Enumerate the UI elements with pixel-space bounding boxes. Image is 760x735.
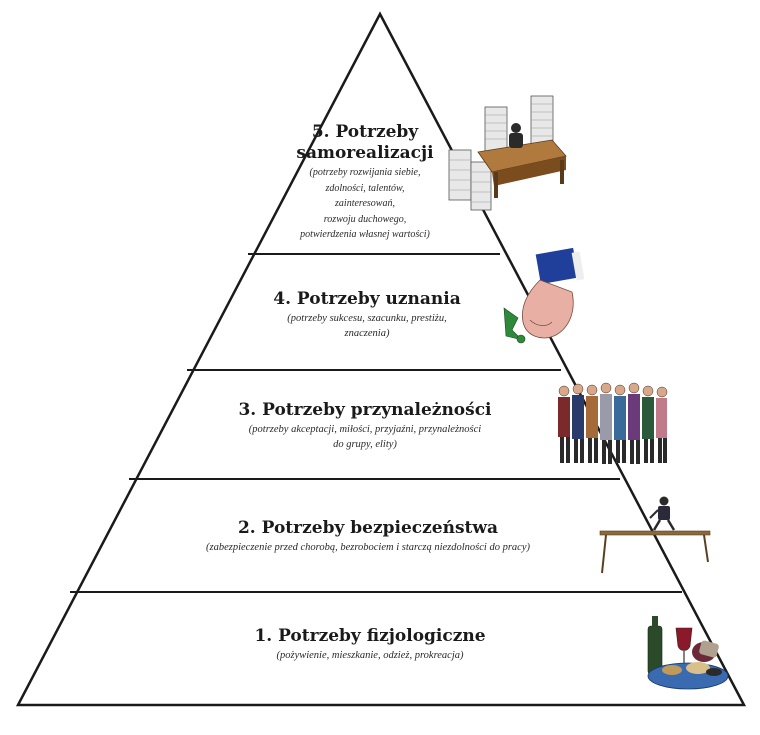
level-5-description-line: (potrzeby rozwijania siebie, [309,167,421,178]
level-2-safety: 2. Potrzeby bezpieczeństwa (zabezpieczen… [118,518,618,554]
food-and-wine-icon [647,616,729,690]
level-5-title-line-2: samorealizacji [296,143,434,163]
level-4-description-line: (potrzeby sukcesu, szacunku, prestiżu, [287,313,447,324]
level-1-title: 1. Potrzeby fizjologiczne [254,626,486,646]
hand-holding-money-icon [503,247,585,344]
person-on-bench-icon [599,496,711,574]
level-4-title: 4. Potrzeby uznania [273,289,461,309]
level-3-title: 3. Potrzeby przynależności [238,400,492,420]
level-5-description-line: zdolności, talentów, [325,182,405,194]
group-of-people-icon [558,382,668,464]
level-3-description-line: do grupy, elity) [333,439,397,450]
level-5-title-line-1: 5. Potrzeby [311,122,419,142]
level-3-description-line: (potrzeby akceptacji, miłości, przyjaźni… [248,424,482,435]
level-5-description-line: potwierdzenia własnej wartości) [300,229,430,240]
level-5-self-actualization: 5. Potrzeby samorealizacji (potrzeby roz… [255,122,475,242]
level-4-esteem: 4. Potrzeby uznania (potrzeby sukcesu, s… [222,289,512,340]
level-3-belonging: 3. Potrzeby przynależności (potrzeby akc… [190,400,540,451]
level-2-description-line: (zabezpieczenie przed chorobą, bezroboci… [206,542,530,553]
level-5-description-line: zainteresowań, [335,198,395,209]
level-5-description-line: rozwoju duchowego, [323,213,407,225]
level-4-description-line: znaczenia) [344,328,390,339]
level-2-title: 2. Potrzeby bezpieczeństwa [237,518,499,538]
level-1-description-line: (pożywienie, mieszkanie, odzież, prokrea… [276,650,464,661]
pyramid-outline [15,11,747,707]
level-1-physiological: 1. Potrzeby fizjologiczne (pożywienie, m… [180,626,560,662]
office-desk-paper-stacks-icon [448,95,567,211]
